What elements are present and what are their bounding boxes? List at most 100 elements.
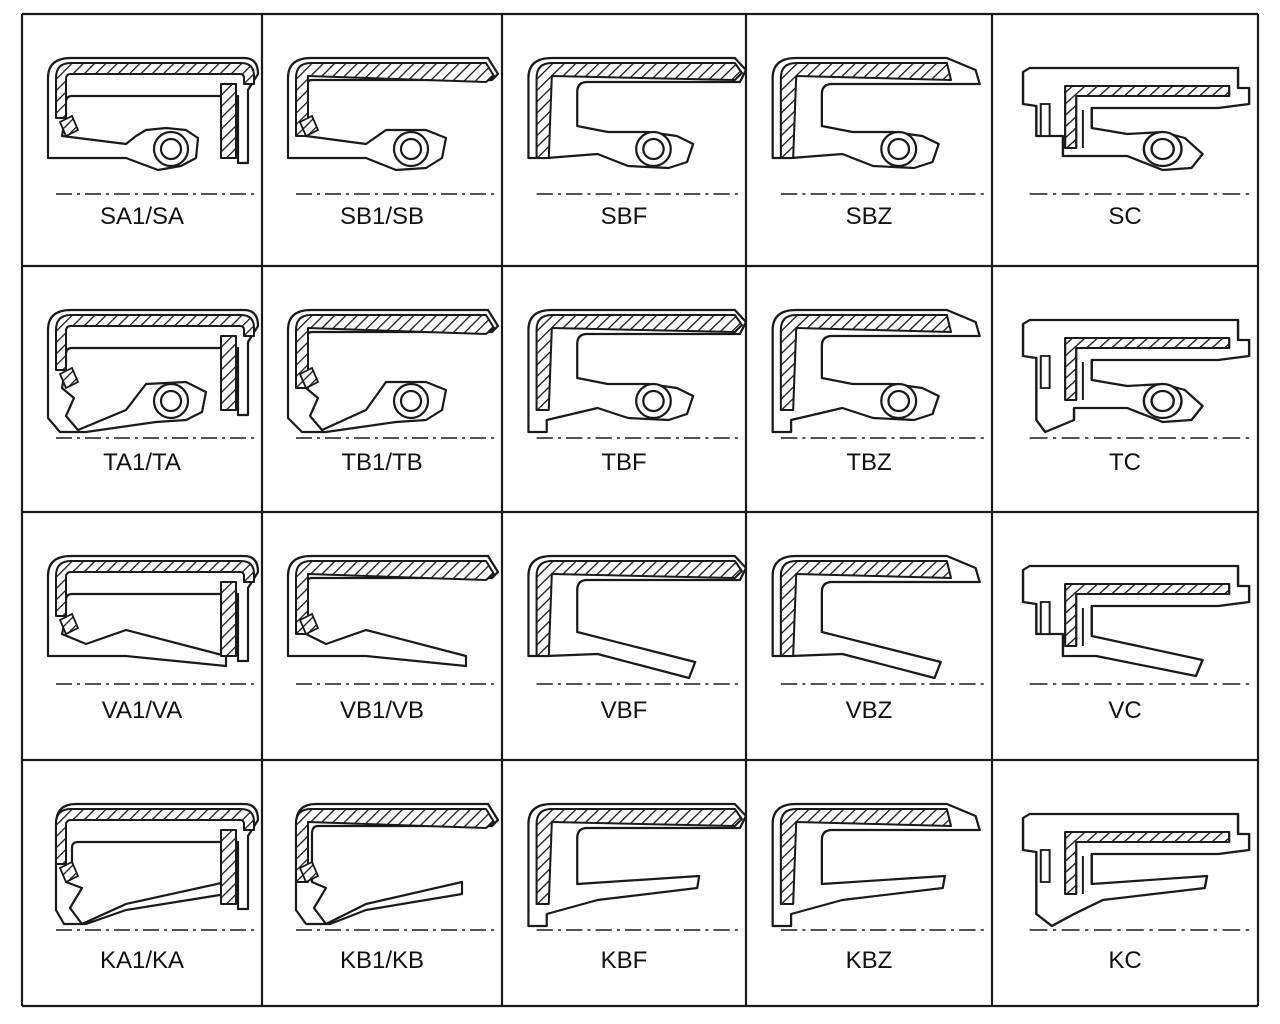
cell-vc: VC: [1021, 564, 1254, 724]
seal-label-vc: VC: [1108, 697, 1141, 724]
cell-sbf: SBF: [527, 56, 748, 230]
cell-ka1-ka: KA1/KA: [54, 802, 260, 974]
seal-metal-case: [55, 560, 255, 657]
cell-vb1-vb: VB1/VB: [286, 554, 500, 724]
seal-metal-case: [779, 62, 953, 159]
cell-tbf: TBF: [527, 308, 748, 476]
spring-inner-icon: [399, 389, 423, 413]
cell-va1-va: VA1/VA: [46, 554, 260, 724]
seal-slot: [1039, 103, 1051, 137]
seal-rubber-outline: [527, 554, 748, 680]
seal-insert: [298, 366, 320, 390]
seal-drawing-vc: [1021, 564, 1254, 685]
seal-label-tbf: TBF: [601, 449, 646, 476]
seal-drawing-kb1-kb: [294, 802, 500, 931]
seal-drawing-tc: [1021, 318, 1254, 439]
seal-drawing-vbz: [771, 554, 988, 685]
cell-ta1-ta: TA1/TA: [46, 308, 260, 476]
seal-metal-case: [55, 808, 255, 905]
seal-label-tb1-tb: TB1/TB: [341, 449, 422, 476]
seal-label-sc: SC: [1108, 203, 1141, 230]
seal-drawing-tbf: [527, 308, 748, 439]
seal-metal-case: [535, 314, 743, 411]
seal-metal-case: [55, 62, 255, 159]
seal-metal-case: [535, 62, 743, 159]
seal-drawing-vb1-vb: [286, 554, 500, 685]
seal-metal-case: [779, 808, 953, 905]
cell-sa1-sa: SA1/SA: [46, 56, 260, 230]
seal-drawing-ta1-ta: [46, 308, 260, 439]
seal-label-vbz: VBZ: [846, 697, 893, 724]
seal-insert: [58, 612, 80, 636]
seal-metal-case: [1064, 337, 1231, 401]
seal-drawing-sbz: [771, 56, 988, 195]
seal-rubber-outline: [771, 56, 981, 170]
spring-inner-icon: [642, 389, 665, 413]
seal-drawing-vbf: [527, 554, 748, 685]
spring-inner-icon: [399, 137, 423, 161]
seal-insert: [298, 860, 320, 884]
seal-drawing-kbf: [527, 802, 748, 931]
seal-insert: [58, 114, 80, 138]
seal-drawing-ka1-ka: [54, 802, 260, 931]
seal-label-sbz: SBZ: [846, 203, 893, 230]
seal-slot: [1039, 601, 1051, 635]
seal-label-kb1-kb: KB1/KB: [340, 947, 424, 974]
seal-drawing-kc: [1021, 812, 1254, 931]
cell-sbz: SBZ: [771, 56, 988, 230]
spring-inner-icon: [887, 389, 911, 413]
spring-inner-icon: [1150, 137, 1175, 161]
seal-rubber-outline: [294, 802, 500, 926]
seal-drawing-tbz: [771, 308, 988, 439]
seal-slot: [1039, 355, 1051, 389]
seal-drawing-sb1-sb: [286, 56, 500, 195]
seal-label-vbf: VBF: [601, 697, 648, 724]
spring-inner-icon: [159, 389, 183, 413]
seal-metal-case: [779, 560, 953, 657]
seal-label-sbf: SBF: [601, 203, 648, 230]
seal-label-va1-va: VA1/VA: [102, 697, 182, 724]
seal-metal-case: [1064, 583, 1231, 647]
cell-sb1-sb: SB1/SB: [286, 56, 500, 230]
seal-rubber-outline: [771, 308, 981, 434]
seal-label-sa1-sa: SA1/SA: [100, 203, 184, 230]
seal-label-tc: TC: [1109, 449, 1141, 476]
seal-cells: SA1/SA SB1/SB SBF SBZ SC TA1/TA TB1/TB TBF TBZ TC…: [46, 56, 1254, 974]
seal-metal-case: [535, 560, 743, 657]
seal-label-kbf: KBF: [601, 947, 648, 974]
cell-tb1-tb: TB1/TB: [286, 308, 500, 476]
cell-tbz: TBZ: [771, 308, 988, 476]
cell-sc: SC: [1021, 66, 1254, 230]
seal-metal-case: [535, 808, 743, 905]
seal-label-kc: KC: [1108, 947, 1141, 974]
seal-slot: [1039, 849, 1051, 883]
spring-inner-icon: [1150, 389, 1175, 413]
cell-kc: KC: [1021, 812, 1254, 974]
seal-rubber-outline: [527, 802, 748, 928]
seal-metal-case: [1064, 831, 1231, 895]
seal-insert: [58, 860, 80, 884]
seal-rubber-outline: [54, 802, 260, 926]
seal-metal-case: [295, 808, 495, 883]
seal-rubber-outline: [771, 802, 981, 928]
seal-insert: [58, 366, 80, 390]
cell-kbf: KBF: [527, 802, 748, 974]
seal-metal-case: [779, 314, 953, 411]
seal-drawing-sc: [1021, 66, 1254, 195]
seal-insert: [298, 612, 320, 636]
cell-kb1-kb: KB1/KB: [294, 802, 500, 974]
seal-drawing-kbz: [771, 802, 988, 931]
seal-label-tbz: TBZ: [846, 449, 891, 476]
spring-inner-icon: [159, 137, 183, 161]
seal-metal-case: [295, 314, 495, 389]
table-grid-lines: [20, 12, 1260, 1008]
seal-rubber-outline: [46, 56, 260, 172]
spring-inner-icon: [887, 137, 911, 161]
seal-drawing-va1-va: [46, 554, 260, 685]
seal-rubber-outline: [771, 554, 981, 680]
seal-label-kbz: KBZ: [846, 947, 893, 974]
seal-metal-case: [55, 314, 255, 411]
seal-rubber-outline: [46, 308, 260, 434]
cell-vbf: VBF: [527, 554, 748, 724]
